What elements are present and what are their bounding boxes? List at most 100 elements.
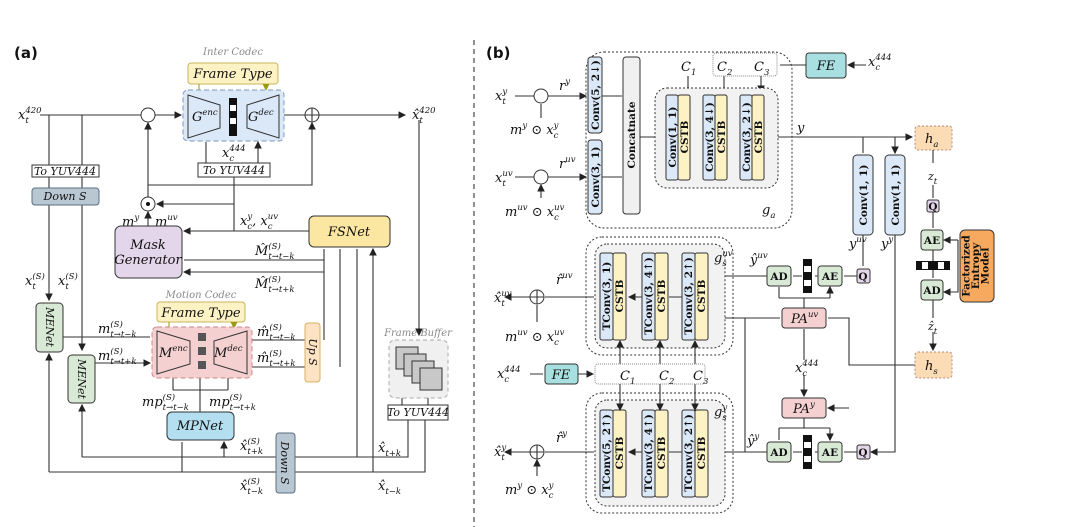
ae-box	[817, 265, 843, 287]
q-label-hyper: Q	[928, 201, 937, 213]
ad-label: AD	[769, 447, 787, 459]
mask-generator-label-2: Generator	[114, 253, 182, 268]
q-label: Q	[858, 447, 867, 459]
to-yuv444-box-left	[31, 164, 100, 178]
fe-label-bottom: FE	[551, 368, 571, 383]
c3-label-top: C3	[754, 60, 769, 78]
r-hat-uv-label: r̂uv	[556, 271, 573, 288]
factorized-entropy-model-box	[959, 229, 995, 303]
gs-tconv-label: TConv(3, 2↑)	[683, 414, 695, 492]
to-yuv444-label-left: To YUV444	[34, 165, 96, 178]
m-dec-block	[213, 330, 248, 375]
mask-generator-box	[114, 225, 183, 279]
g-dec-label: Gdec	[248, 108, 274, 125]
q-box-hyper	[926, 199, 940, 213]
y-y-label: yy	[880, 235, 893, 252]
elementwise-multiply-node	[140, 196, 156, 212]
gs-cstb-label: CSTB	[696, 437, 708, 470]
conv-3-1-block	[587, 139, 603, 215]
panel-a-label: (a)	[14, 44, 38, 62]
g-enc-block	[187, 94, 221, 139]
mpnet-box	[166, 411, 235, 441]
z-t-label: zt	[927, 170, 938, 187]
concatenate-block	[622, 56, 641, 215]
m-t-minus-k-label: m(S)t→t−k	[98, 319, 137, 340]
panel-b-label: (b)	[486, 44, 510, 62]
gs-cstb-label: CSTB	[696, 280, 708, 313]
latent-bar-icon	[803, 435, 812, 469]
conv-5-2-label: Conv(5, 2↓)	[590, 60, 602, 130]
motion-codec-caption: Motion Codec	[165, 290, 237, 301]
ga-cstb-block	[751, 94, 765, 181]
x-hat-t-minus-k-label: x̂t−k	[378, 479, 401, 497]
x-t-s-label-1: x(S)t	[25, 271, 45, 292]
ga-cstb-label: CSTB	[716, 121, 728, 154]
ad-box	[766, 441, 792, 463]
conv-3-1-label: Conv(3, 1)	[590, 147, 602, 208]
frame-type-box-motion	[156, 301, 246, 323]
to-yuv444-box-buffer	[387, 404, 449, 421]
m-hat-t-minus-k-label: M̂(S)t→t−k	[254, 241, 295, 262]
y-hat-uv-label: ŷuv	[749, 251, 768, 268]
concatenate-label: Concatnate	[626, 101, 638, 168]
gs-cstb-label: CSTB	[656, 280, 668, 313]
x-t-s-label-2: x(S)t	[58, 271, 78, 292]
menet-label-2: MENet	[75, 358, 88, 399]
z-hat-t-label: ẑt	[927, 320, 938, 337]
frame-type-label-motion: Frame Type	[160, 306, 240, 321]
down-s-label-bottom: Down S	[278, 441, 291, 485]
down-s-box-top	[31, 187, 100, 206]
ad-label-hyper: AD	[922, 285, 940, 297]
r-y-label: ry	[559, 77, 570, 94]
m-enc-block	[156, 330, 191, 375]
g-dec-block	[246, 94, 280, 139]
m-dec-label: Mdec	[213, 344, 243, 361]
up-s-box	[304, 322, 321, 383]
gs-tconv-label: TConv(3, 4↑)	[643, 257, 655, 335]
gs-tconv-label: TConv(3, 2↑)	[683, 257, 695, 335]
ga-conv-label: Conv(1, 1)	[667, 107, 679, 168]
ga-cstb-block	[677, 94, 691, 181]
to-yuv444-box-top	[197, 162, 271, 178]
g-enc-label: Genc	[192, 108, 218, 125]
fsnet-label: FSNet	[327, 225, 371, 240]
subtract-node-uv	[533, 169, 549, 185]
pa-y-label: PAy	[792, 400, 815, 417]
subtract-node	[140, 107, 156, 123]
mask-generator-label-1: Mask	[129, 238, 166, 253]
ga-cstb-block	[714, 94, 728, 181]
gs-cstb-label: CSTB	[614, 437, 626, 470]
g-a-container	[585, 51, 793, 229]
gs-cstb-block	[694, 409, 709, 498]
ad-box	[766, 265, 792, 287]
frame-buffer-caption: Frame Buffer	[383, 328, 453, 339]
pa-y-box	[781, 397, 827, 419]
x-hat-t-plus-k-label: x̂t+k	[378, 441, 401, 459]
m-hat-t-plus-k-label: M̂(S)t→t+k	[254, 274, 295, 295]
add-node-uv	[529, 289, 545, 305]
y-label: y	[796, 121, 805, 136]
conv-5-2-block	[587, 56, 603, 134]
m-t-plus-k-label: m(S)t→t+k	[98, 346, 137, 367]
ga-cstb-label: CSTB	[679, 121, 691, 154]
pa-uv-label: PAuv	[790, 310, 818, 327]
g-a-label: ga	[762, 203, 775, 221]
q-label: Q	[858, 271, 867, 283]
c2-label-bottom: C2	[659, 369, 674, 387]
add-node-y	[529, 444, 545, 460]
m-hat-small-plus-label: m̂(S)t→t+k	[257, 348, 296, 369]
